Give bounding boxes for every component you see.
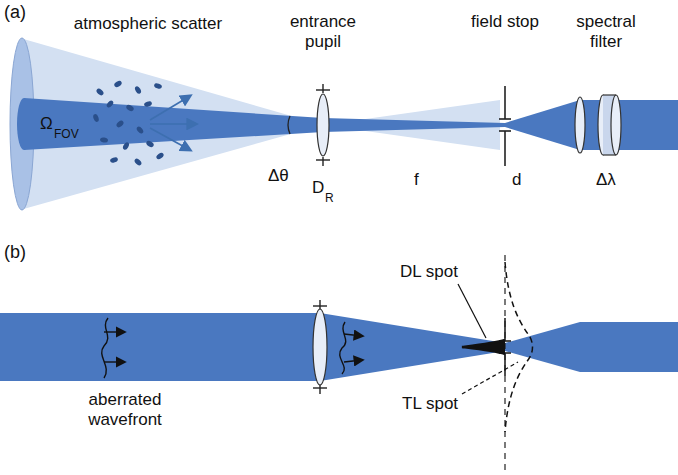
scatter-arrows xyxy=(150,96,196,150)
aperture-symbol: D xyxy=(312,178,324,198)
pupil-aperture xyxy=(316,84,330,166)
panel-letter: (a) xyxy=(4,2,26,22)
bandwidth: Δλ xyxy=(596,170,616,190)
solid-angle-symbol: Ω xyxy=(40,114,53,134)
lens xyxy=(313,309,327,385)
leader-line xyxy=(462,362,518,394)
stop-size: d xyxy=(512,170,521,190)
field-stop xyxy=(499,86,511,166)
beam xyxy=(580,322,678,372)
focal-length: f xyxy=(414,170,419,190)
beam xyxy=(323,118,505,132)
angle-symbol: Δθ xyxy=(268,166,289,186)
filter-label: spectral filter xyxy=(566,12,646,52)
pupil-aperture xyxy=(313,300,327,394)
beam xyxy=(320,313,505,381)
spot-label: DL spot xyxy=(400,262,458,282)
tl-spot-profile xyxy=(505,262,533,432)
beam xyxy=(0,313,320,381)
stop-plane xyxy=(504,255,505,473)
leader-line xyxy=(458,284,486,338)
angle-arc xyxy=(288,116,290,134)
beam xyxy=(505,322,580,372)
fov-cone xyxy=(20,38,323,210)
subscript: R xyxy=(325,188,334,208)
dl-spot-profile xyxy=(462,340,505,354)
lens xyxy=(575,97,585,153)
lens xyxy=(317,94,329,156)
panel-letter: (b) xyxy=(4,242,26,262)
wavefront-label: aberrated wavefront xyxy=(70,390,180,430)
subscript: FOV xyxy=(54,124,79,144)
filter xyxy=(598,95,621,155)
scatter-label: atmospheric scatter xyxy=(73,14,223,34)
beam xyxy=(505,100,580,150)
spot-label: TL spot xyxy=(402,394,458,414)
beam xyxy=(580,100,678,150)
stop-label: field stop xyxy=(470,12,540,32)
pupil-label: entrance pupil xyxy=(278,12,368,52)
